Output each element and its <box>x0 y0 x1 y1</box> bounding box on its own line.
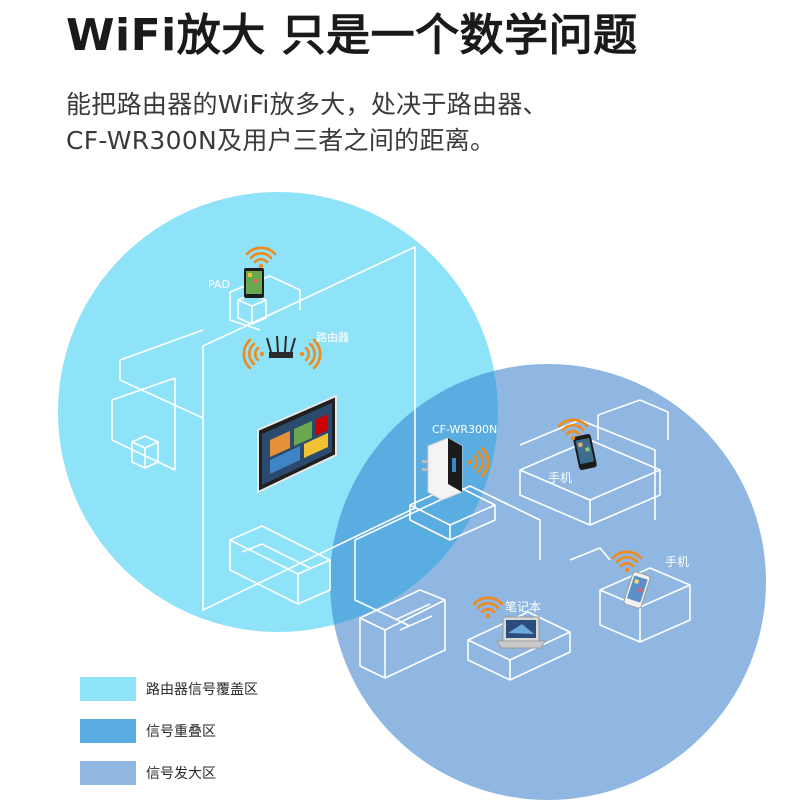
legend-label: 信号发大区 <box>146 766 216 782</box>
legend-swatch <box>80 761 136 785</box>
legend-label: 信号重叠区 <box>146 724 216 740</box>
legend: 路由器信号覆盖区 信号重叠区 信号发大区 <box>80 677 258 803</box>
label-extender: CF-WR300N <box>432 423 497 436</box>
legend-swatch <box>80 677 136 701</box>
legend-swatch <box>80 719 136 743</box>
subtitle-line-2: CF-WR300N及用户三者之间的距离。 <box>66 126 496 155</box>
floor-plan <box>111 246 691 681</box>
phone-icon <box>623 571 651 609</box>
label-pad: PAD <box>208 278 230 291</box>
label-phone-2: 手机 <box>665 555 689 569</box>
tablet-icon <box>244 268 264 298</box>
legend-item-overlap: 信号重叠区 <box>80 719 258 743</box>
phone-icon <box>573 434 597 470</box>
legend-item-router-coverage: 路由器信号覆盖区 <box>80 677 258 701</box>
legend-item-extended: 信号发大区 <box>80 761 258 785</box>
label-laptop: 笔记本 <box>505 599 541 614</box>
label-phone-1: 手机 <box>548 471 572 485</box>
legend-label: 路由器信号覆盖区 <box>146 682 258 698</box>
label-router: 路由器 <box>316 330 349 344</box>
router-icon <box>266 335 296 358</box>
extender-icon <box>422 437 463 501</box>
overlap-zone <box>330 364 498 632</box>
subtitle-line-1: 能把路由器的WiFi放多大，处决于路由器、 <box>66 90 548 119</box>
laptop-icon <box>496 616 546 649</box>
tv-icon <box>257 394 337 494</box>
page-title: WiFi放大 只是一个数学问题 <box>66 10 638 61</box>
